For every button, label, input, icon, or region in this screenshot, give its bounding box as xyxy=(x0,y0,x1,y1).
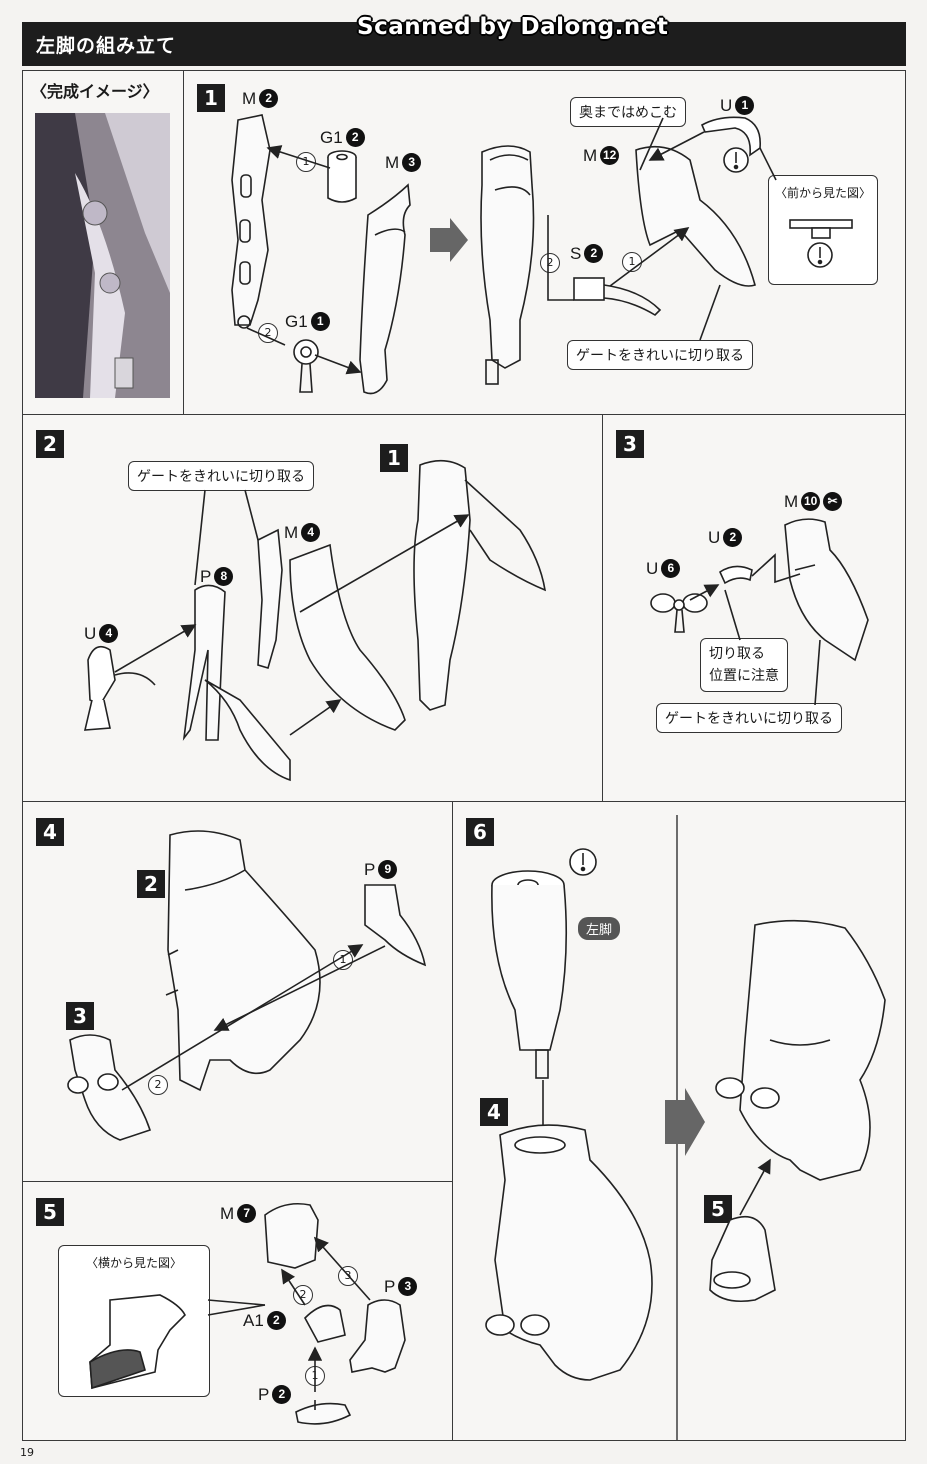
note-cut-gate: ゲートをきれいに切り取る xyxy=(567,340,753,370)
note-cut-position: 切り取る位置に注意 xyxy=(700,638,788,692)
step5-number: 5 xyxy=(36,1198,64,1226)
finished-leg-photo xyxy=(35,113,170,398)
step1-reference: 1 xyxy=(380,444,408,472)
clip-u1 xyxy=(700,116,762,157)
preview-label: 〈完成イメージ〉 xyxy=(31,84,159,101)
side-view-shoe xyxy=(89,1294,186,1390)
note-cut-gate: ゲートをきれいに切り取る xyxy=(128,461,314,491)
side-view-label: 〈横から見た図〉 xyxy=(85,1256,182,1270)
order-marker: 2 xyxy=(148,1075,168,1095)
foot-part-a1-2 xyxy=(304,1304,346,1343)
clip-u2 xyxy=(718,565,753,585)
leg-part-m10 xyxy=(784,518,869,662)
order-marker: 1 xyxy=(296,152,316,172)
warning-icon xyxy=(569,848,597,876)
step4-reference: 4 xyxy=(480,1098,508,1126)
next-arrow-icon xyxy=(665,1088,705,1156)
cover-m4 xyxy=(204,543,406,782)
assembled-leg-part-4 xyxy=(485,1124,653,1381)
section-header: 左脚の組み立て xyxy=(22,22,906,66)
step3-reference: 3 xyxy=(66,1002,94,1030)
cover-piece-m12 xyxy=(635,145,756,287)
next-arrow-icon xyxy=(430,218,468,262)
assembled-leg-part-2 xyxy=(165,830,321,1092)
front-view-label: 〈前から見た図〉 xyxy=(774,186,871,200)
step3-number: 3 xyxy=(616,430,644,458)
page-number: 19 xyxy=(20,1446,34,1459)
scan-watermark: Scanned by Dalong.net xyxy=(357,14,669,40)
joint-g1-1 xyxy=(293,339,319,393)
knee-cover-p9 xyxy=(364,884,427,967)
clip-u4 xyxy=(83,645,156,731)
step5-reference: 5 xyxy=(704,1195,732,1223)
note-press-fully: 奥まではめこむ xyxy=(570,97,686,127)
heel-frame-p3 xyxy=(349,1299,406,1373)
assembled-lower-leg xyxy=(480,145,535,385)
step2-reference: 2 xyxy=(137,870,165,898)
shoe-part-5 xyxy=(709,1215,776,1303)
step1-number: 1 xyxy=(197,84,225,112)
ankle-part-3 xyxy=(67,1034,152,1141)
frame-m4 xyxy=(257,528,283,669)
cut-tool-icon: ✂ xyxy=(823,492,843,511)
peg-g1-2 xyxy=(327,150,357,203)
leg-frame-m2 xyxy=(231,114,271,329)
assembled-lower-leg xyxy=(413,459,547,711)
note-cut-gate: ゲートをきれいに切り取る xyxy=(656,703,842,733)
holder-s2 xyxy=(573,277,662,317)
frame-p8 xyxy=(182,584,226,741)
completed-left-leg xyxy=(715,919,886,1181)
step6-number: 6 xyxy=(466,818,494,846)
front-view-clip xyxy=(789,219,853,268)
order-marker: 2 xyxy=(540,253,560,273)
warning-icon xyxy=(723,147,749,173)
shoe-upper-m7 xyxy=(264,1202,319,1269)
section-title: 左脚の組み立て xyxy=(36,35,177,57)
sole-p2 xyxy=(295,1400,352,1425)
order-marker: 2 xyxy=(293,1285,313,1305)
step2-number: 2 xyxy=(36,430,64,458)
left-leg-tag: 左脚 xyxy=(578,917,621,940)
thigh-part xyxy=(491,870,568,1079)
step4-number: 4 xyxy=(36,818,64,846)
ribbon-u6 xyxy=(650,593,708,633)
leg-cover-m3 xyxy=(359,183,411,395)
